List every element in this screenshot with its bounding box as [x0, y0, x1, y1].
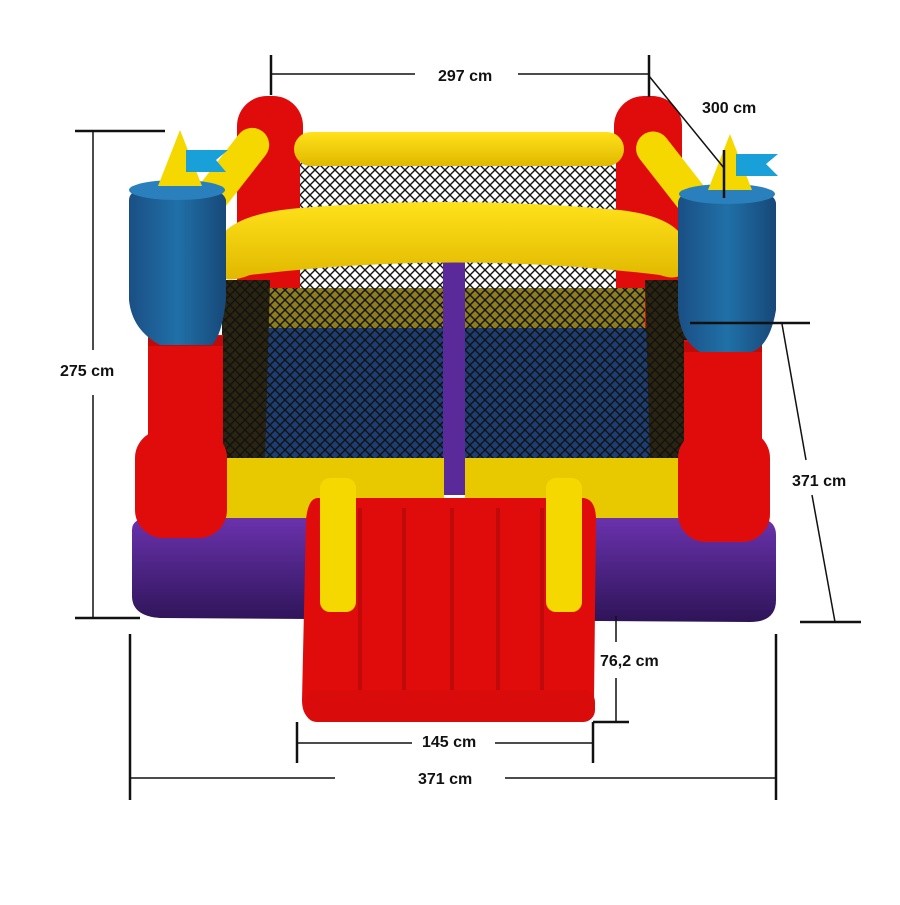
front-arch-beam [214, 201, 688, 280]
entrance-slide [302, 478, 596, 722]
right-tower-flag [736, 154, 778, 176]
height-label: 275 cm [56, 362, 119, 382]
right-tower [678, 134, 778, 542]
left-tower-flag [186, 150, 228, 172]
center-post [443, 250, 465, 495]
depth-side-label: 371 cm [788, 472, 851, 492]
slide-width-label: 145 cm [418, 733, 481, 753]
slide-right-rail [546, 478, 582, 612]
left-tower [129, 130, 228, 538]
top-back-beam [294, 132, 624, 166]
top-width-label: 297 cm [434, 67, 497, 87]
dimension-lines [75, 55, 861, 800]
slide-height-label: 76,2 cm [596, 652, 663, 672]
slide-left-rail [320, 478, 356, 612]
total-width-label: 371 cm [414, 770, 477, 790]
depth-top-label: 300 cm [698, 99, 761, 119]
